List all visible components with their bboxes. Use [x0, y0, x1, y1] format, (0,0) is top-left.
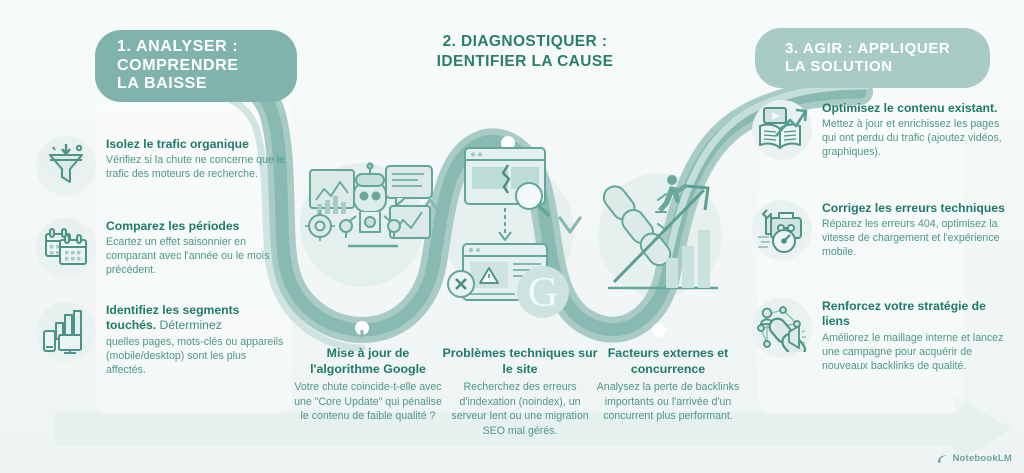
caption-heading: Problèmes techniques sur le site	[442, 346, 598, 377]
caption-heading: Facteurs externes et concurrence	[607, 346, 729, 377]
funnel-icon	[36, 136, 96, 196]
item-heading-tail: Déterminez	[156, 318, 222, 333]
notebooklm-watermark: NotebookLM	[937, 453, 1012, 464]
caption-heading: Mise à jour de l'algorithme Google	[310, 346, 426, 377]
item-body: Mettez à jour et enrichissez les pages q…	[822, 118, 1002, 159]
item-body: Réparez les erreurs 404, optimisez la vi…	[822, 218, 1000, 259]
item-heading: Renforcez votre stratégie de liens	[822, 299, 986, 329]
devices-chart-icon	[36, 302, 96, 362]
ribbon-guide-right	[664, 82, 870, 264]
robot-algorithm-icon	[305, 162, 433, 248]
stage-1-title-line-1: 1. ANALYSER :	[117, 37, 239, 55]
caption-body: Votre chute coincide-t-elle avec une "Co…	[294, 381, 442, 423]
list-item: Renforcez votre stratégie de liens Améli…	[752, 298, 1014, 373]
item-heading: Comparez les périodes	[106, 219, 240, 233]
center-caption: Problèmes techniques sur le site Recherc…	[442, 345, 598, 439]
watermark-label: NotebookLM	[952, 453, 1012, 464]
item-heading: Isolez le trafic organique	[106, 137, 249, 151]
list-item: Comparez les périodes Ecartez un effet s…	[36, 218, 286, 278]
item-heading: Identifiez les segments touchés. Détermi…	[106, 303, 286, 334]
stage-2-title-line-2: IDENTIFIER LA CAUSE	[436, 53, 614, 71]
stage-1-title-pill: 1. ANALYSER : COMPRENDRE LA BAISSE	[95, 30, 297, 102]
background-arrow	[55, 396, 1012, 462]
list-item: Optimisez le contenu existant. Mettez à …	[752, 100, 1014, 160]
center-caption: Mise à jour de l'algorithme Google Votre…	[292, 345, 444, 424]
open-book-growth-icon	[752, 100, 812, 160]
notebooklm-icon	[938, 455, 948, 463]
link-network-icon	[752, 298, 812, 358]
caption-body: Recherchez des erreurs d'indexation (noi…	[451, 381, 589, 438]
stage-3-title-pill: 3. AGIR : APPLIQUER LA SOLUTION	[755, 28, 990, 88]
item-heading: Corrigez les erreurs techniques	[822, 201, 1005, 215]
stage-3-title-line-2: LA SOLUTION	[785, 58, 893, 75]
stage-1-title-line-3: LA BAISSE	[117, 75, 208, 93]
stage-2-title: 2. DIAGNOSTIQUER : IDENTIFIER LA CAUSE	[380, 32, 670, 73]
svg-text:G: G	[528, 270, 558, 316]
center-caption: Facteurs externes et concurrence Analyse…	[586, 345, 750, 424]
item-body: Ecartez un effet saisonnier en comparant…	[106, 236, 270, 277]
calendar-icon	[36, 218, 96, 278]
backlinks-competitor-icon	[602, 175, 718, 290]
broken-page-google-icon: G	[447, 147, 569, 318]
item-heading-main: Identifiez les segments touchés.	[106, 303, 240, 333]
caption-body: Analysez la perte de backlinks important…	[596, 381, 740, 423]
list-item: Isolez le trafic organique Vérifiez si l…	[36, 136, 286, 196]
stage-1-title-line-2: COMPRENDRE	[117, 56, 239, 74]
toolbox-wrench-icon	[752, 200, 812, 260]
item-body: Améliorez le maillage interne et lancez …	[822, 331, 1004, 372]
item-body: Vérifiez si la chute ne concerne que le …	[106, 154, 286, 181]
item-body: quelles pages, mots-clés ou appareils (m…	[106, 335, 284, 376]
list-item: Corrigez les erreurs techniques Réparez …	[752, 200, 1014, 260]
list-item: Identifiez les segments touchés. Détermi…	[36, 302, 286, 377]
stage-3-title-line-1: 3. AGIR : APPLIQUER	[785, 40, 951, 58]
item-heading: Optimisez le contenu existant.	[822, 101, 998, 115]
stage-2-title-line-1: 2. DIAGNOSTIQUER :	[442, 33, 608, 50]
